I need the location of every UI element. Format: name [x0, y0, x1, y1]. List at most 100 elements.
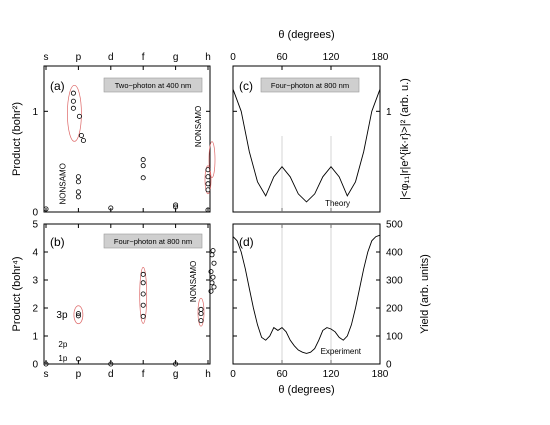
y-tick-label: 1 [32, 107, 38, 118]
category-tick-label: h [205, 52, 211, 63]
data-point [198, 318, 204, 324]
y-tick-label: 4 [32, 248, 38, 259]
data-point [209, 252, 215, 258]
category-tick-label: d [108, 52, 114, 63]
data-point [70, 90, 76, 96]
data-point [211, 260, 217, 266]
right-y-tick-label: 300 [386, 276, 403, 287]
data-point [140, 175, 146, 181]
data-point [205, 181, 211, 187]
right-y-axis-label: |<φ₁₁|r|e^{ik·r}>|² (arb. u.) [399, 78, 411, 200]
x-axis-label: θ (degrees) [278, 384, 334, 396]
data-point [173, 204, 179, 210]
panel-b-frame [43, 223, 211, 365]
category-tick-label: s [44, 52, 49, 63]
x-tick-label: 180 [372, 369, 389, 380]
panel-b-box-label-text: Four−photon at 800 nm [114, 237, 192, 246]
data-point [78, 132, 84, 138]
y-axis-label: Product (bohr⁴) [11, 256, 23, 331]
data-point [205, 187, 211, 193]
data-point [75, 313, 81, 319]
panel-b-box-label-bg [103, 233, 203, 249]
series-label-experiment: Experiment [321, 347, 362, 356]
data-point [140, 271, 146, 277]
data-point [108, 205, 114, 211]
panel-b-box-label: Four−photon at 800 nm [103, 233, 203, 249]
data-point [75, 174, 81, 180]
data-point [198, 306, 204, 312]
data-point [173, 202, 179, 208]
panel-a-box-label-text: Two−photon at 400 nm [115, 81, 192, 90]
data-point [75, 311, 81, 317]
right-y-tick-label: 1 [386, 107, 392, 118]
panel-label: (c) [239, 79, 253, 93]
y-tick-label: 1 [32, 332, 38, 343]
highlight-ellipse [139, 267, 148, 324]
data-point [140, 313, 146, 319]
data-point [205, 167, 211, 173]
right-y-tick-label: 0 [386, 360, 392, 371]
panel-c-box-label: Four−photon at 800 nm [260, 77, 360, 93]
data-point [209, 280, 215, 286]
panel-c-box-label-text: Four−photon at 800 nm [271, 81, 349, 90]
panel-label: (d) [239, 235, 254, 249]
y-tick-label: 0 [32, 360, 38, 371]
data-point [43, 206, 49, 212]
highlight-ellipse [67, 84, 82, 142]
x-tick-label: 120 [323, 52, 340, 63]
panel-a-frame [43, 65, 211, 213]
panel-c: θ (degrees) 0 60 120 180 1 |<φ₁₁|r|e^{ik·r}>|²… [230, 29, 411, 213]
panel-d-frame [232, 223, 381, 365]
highlight-ellipse [208, 141, 216, 178]
y-tick-label: 0 [32, 208, 38, 219]
y-axis-label: Product (bohr²) [11, 102, 23, 176]
data-point [208, 269, 214, 275]
x-tick-label: 180 [372, 52, 389, 63]
top-x-axis-label: θ (degrees) [278, 29, 334, 41]
annotation-3p: 3p [56, 310, 68, 321]
data-point [76, 113, 82, 119]
annotation-nonsamo: NONSAMO [58, 163, 67, 204]
x-tick-label: 0 [230, 52, 236, 63]
data-point [70, 105, 76, 111]
x-tick-label: 60 [276, 52, 288, 63]
data-point [140, 302, 146, 308]
data-point [210, 274, 216, 280]
panel-label: (a) [50, 79, 65, 93]
category-tick-label: p [76, 369, 82, 380]
right-y-tick-label: 100 [386, 332, 403, 343]
y-tick-label: 5 [32, 220, 38, 231]
category-tick-label: f [142, 369, 145, 380]
x-tick-label: 60 [276, 369, 288, 380]
data-point [140, 157, 146, 163]
data-point [205, 174, 211, 180]
highlight-ellipse [197, 297, 205, 327]
y-tick-label: 3 [32, 276, 38, 287]
x-tick-label: 120 [323, 369, 340, 380]
panel-c-frame [232, 65, 381, 213]
data-point [140, 291, 146, 297]
right-y-tick-label: 400 [386, 248, 403, 259]
data-point [70, 98, 76, 104]
data-point [208, 288, 214, 294]
category-tick-label: s [44, 369, 49, 380]
panel-label: (b) [50, 235, 65, 249]
theory-curve [232, 89, 381, 203]
category-tick-label: h [205, 369, 211, 380]
series-label-theory: Theory [325, 199, 350, 208]
annotation-1p: 1p [58, 354, 67, 363]
data-point [205, 207, 211, 213]
data-point [75, 356, 81, 362]
data-point [75, 179, 81, 185]
data-point [80, 138, 86, 144]
data-point [198, 311, 204, 317]
data-point [210, 248, 216, 254]
panel-a-box-label: Two−photon at 400 nm [103, 77, 203, 93]
category-tick-label: p [76, 52, 82, 63]
data-point [140, 280, 146, 286]
right-y-tick-label: 500 [386, 220, 403, 231]
data-point [75, 194, 81, 200]
